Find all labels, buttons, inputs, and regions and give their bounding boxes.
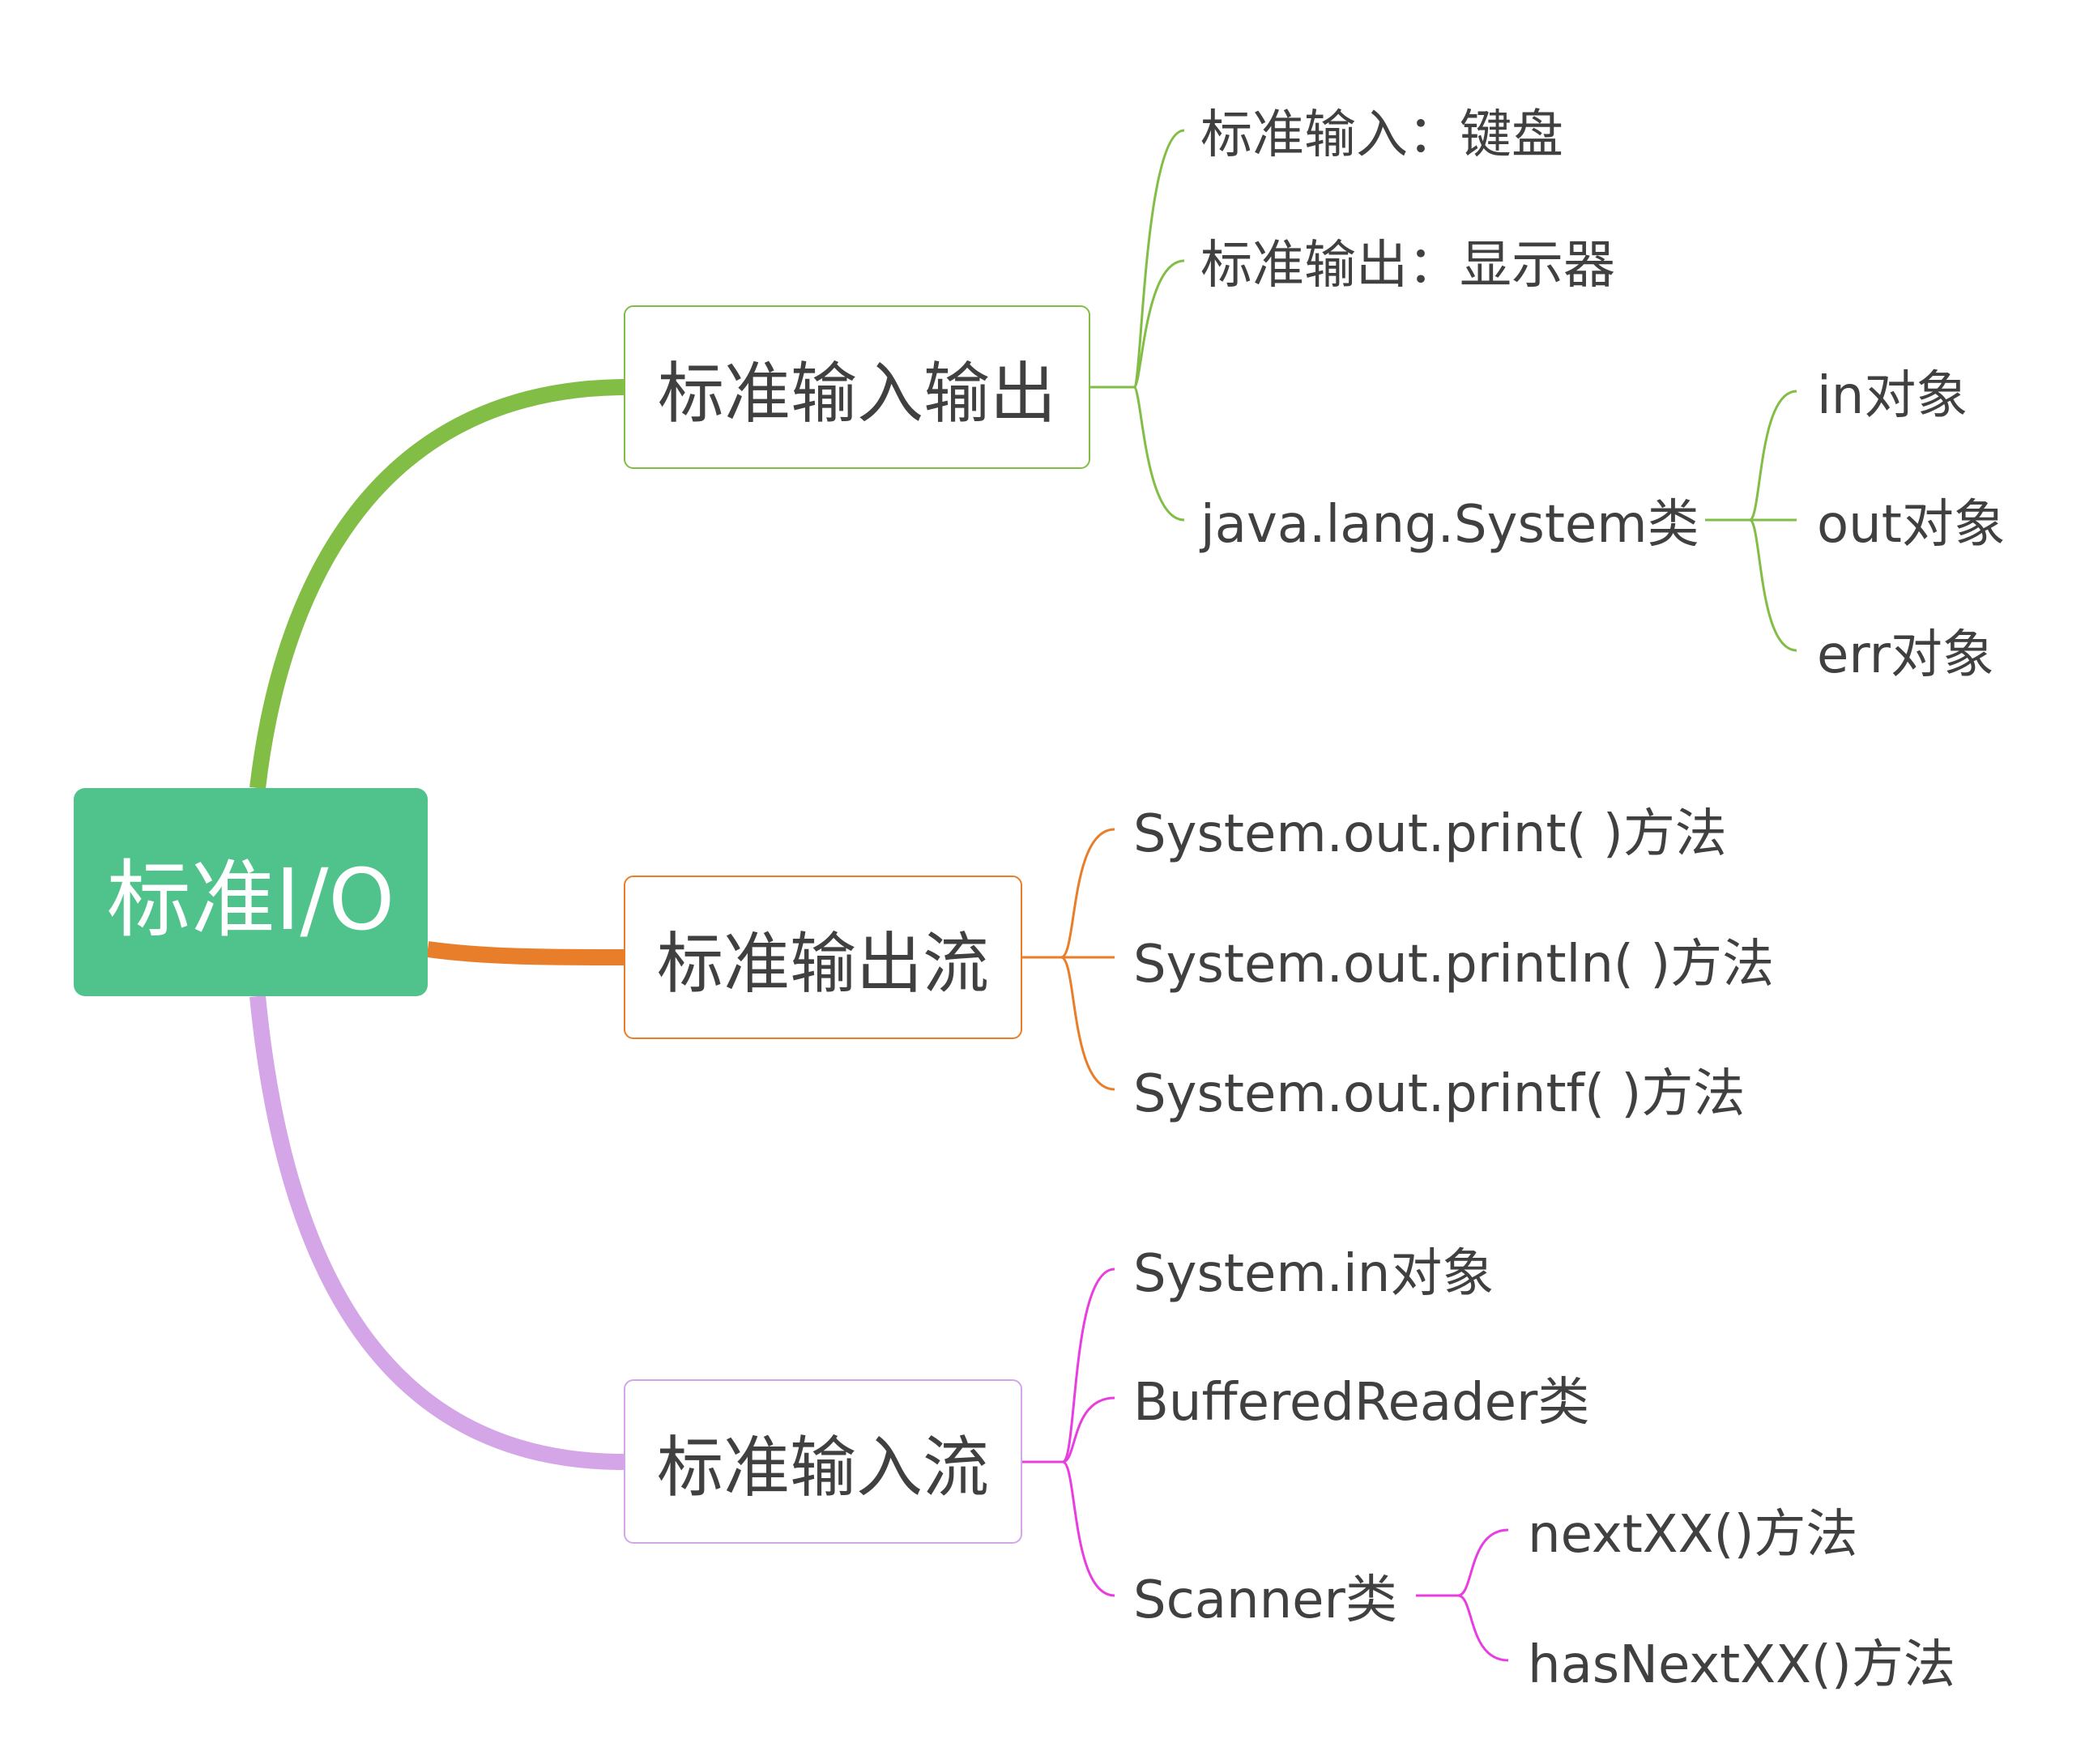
leaf-err-object[interactable]: err对象 <box>1817 625 1994 685</box>
topic-standard-input-stream[interactable]: 标准输入流 <box>624 1379 1022 1544</box>
leaf-hasnextxx-method[interactable]: hasNextXX()方法 <box>1528 1635 1955 1695</box>
leaf-standard-output-display[interactable]: 标准输出：显示器 <box>1200 236 1615 296</box>
leaf-system-in-object[interactable]: System.in对象 <box>1133 1244 1494 1304</box>
leaf-printf-method[interactable]: System.out.printf( )方法 <box>1133 1064 1746 1124</box>
connector-root-branch-3 <box>249 995 625 1470</box>
leaf-println-method[interactable]: System.out.println( )方法 <box>1133 935 1775 995</box>
connector-root-branch-1 <box>249 379 625 790</box>
connectors-branch-2 <box>1022 828 1115 1091</box>
connectors-branch-1 <box>1090 129 1797 652</box>
leaf-nextxx-method[interactable]: nextXX()方法 <box>1528 1505 1858 1565</box>
leaf-out-object[interactable]: out对象 <box>1817 495 2006 555</box>
root-topic[interactable]: 标准I/O <box>74 788 428 996</box>
leaf-bufferedreader-class[interactable]: BufferedReader类 <box>1133 1373 1590 1433</box>
topic-standard-io[interactable]: 标准输入输出 <box>624 305 1090 469</box>
leaf-in-object[interactable]: in对象 <box>1817 366 1968 426</box>
leaf-print-method[interactable]: System.out.print( )方法 <box>1133 804 1727 864</box>
leaf-scanner-class[interactable]: Scanner类 <box>1133 1570 1397 1630</box>
leaf-standard-input-keyboard[interactable]: 标准输入：键盘 <box>1200 105 1563 165</box>
connectors-branch-3 <box>1022 1268 1509 1662</box>
leaf-java-lang-system[interactable]: java.lang.System类 <box>1200 495 1699 555</box>
connector-root-branch-2 <box>426 941 625 965</box>
topic-standard-output-stream[interactable]: 标准输出流 <box>624 876 1022 1039</box>
